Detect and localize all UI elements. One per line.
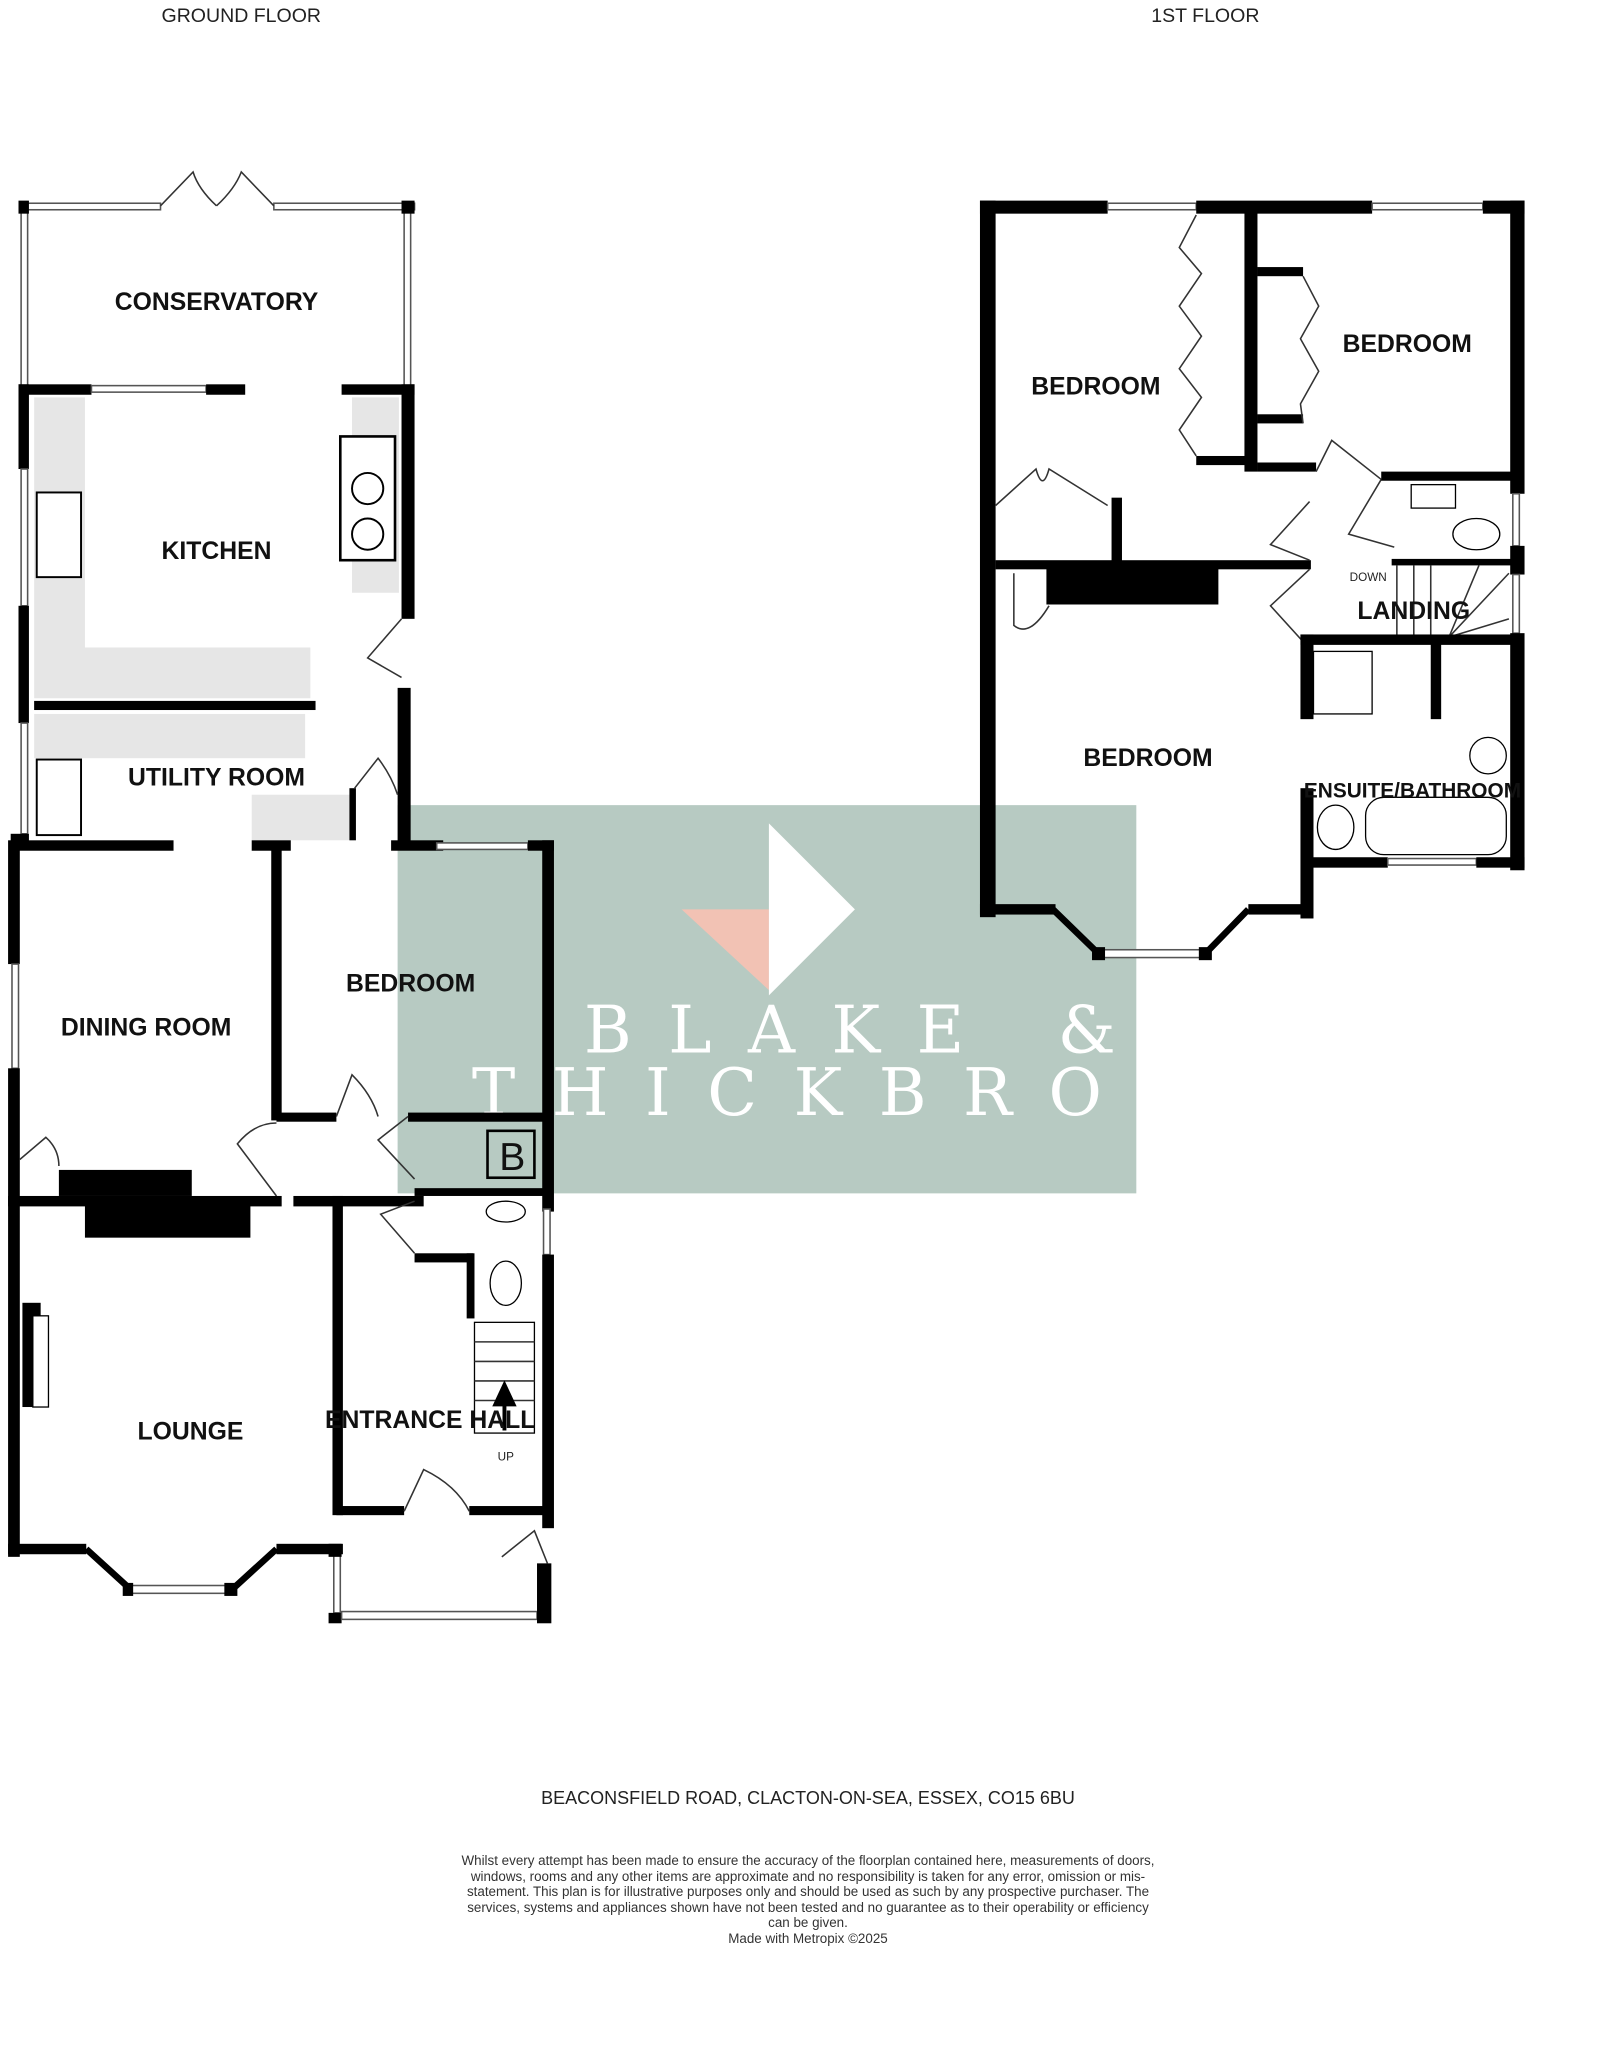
room-label-bedroom-2: BEDROOM <box>1343 331 1472 358</box>
ground-floor-title: GROUND FLOOR <box>162 5 322 27</box>
stairs-arrow-icon <box>492 1380 517 1431</box>
watermark-line-2: THICKBROOM <box>472 1056 1332 1131</box>
room-label-bedroom: BEDROOM <box>346 970 475 997</box>
window <box>403 205 412 390</box>
bath-icon <box>1364 796 1507 856</box>
first-floor-plan <box>979 200 1525 961</box>
kitchen-counter <box>34 397 311 699</box>
room-label-landing: LANDING <box>1357 598 1470 625</box>
basin-icon <box>1469 736 1507 775</box>
door-icon <box>366 618 403 679</box>
utility-counter <box>251 794 350 841</box>
door-icon <box>1013 439 1395 650</box>
window <box>19 202 162 211</box>
room-label-dining: DINING ROOM <box>61 1015 232 1042</box>
door-icon <box>354 756 399 795</box>
wardrobe-doors-icon <box>995 467 1109 507</box>
room-labels: CONSERVATORY KITCHEN UTILITY ROOM DINING… <box>61 289 1521 1463</box>
room-label-kitchen: KITCHEN <box>162 538 272 565</box>
utility-counter <box>34 713 306 759</box>
toilet-icon <box>1316 804 1355 851</box>
hob-icon <box>338 435 397 562</box>
room-label-ensuite: ENSUITE/BATHROOM <box>1304 779 1521 802</box>
wardrobe-doors-icon <box>1178 214 1320 457</box>
ground-floor-plan <box>8 170 554 1624</box>
shower-icon <box>1312 650 1373 715</box>
disclaimer-text: Whilst every attempt has been made to en… <box>461 1853 1155 1930</box>
room-label-conservatory: CONSERVATORY <box>115 289 319 316</box>
first-floor-title: 1ST FLOOR <box>1151 5 1259 27</box>
french-doors-icon <box>159 170 275 207</box>
credit: Made with Metropix ©2025 <box>728 1930 888 1946</box>
disclaimer: Whilst every attempt has been made to en… <box>458 1853 1158 1946</box>
door-icon <box>403 1468 549 1564</box>
watermark-line-1: BLAKE & <box>584 994 1152 1069</box>
logo-play-triangle <box>768 823 855 996</box>
room-label-entrance-hall: ENTRANCE HALL <box>325 1407 535 1434</box>
room-label-lounge: LOUNGE <box>138 1419 244 1446</box>
watermark-panel <box>397 805 1137 1194</box>
room-label-utility: UTILITY ROOM <box>128 765 305 792</box>
door-icon <box>19 1073 416 1197</box>
window <box>20 205 29 390</box>
basin-icon <box>485 1200 526 1223</box>
basin-icon <box>1410 483 1457 509</box>
toilet-icon <box>1452 517 1501 551</box>
sink-icon <box>35 758 83 837</box>
room-label-bedroom-3: BEDROOM <box>1083 745 1212 772</box>
property-address: BEACONSFIELD ROAD, CLACTON-ON-SEA, ESSEX… <box>541 1788 1075 1808</box>
stairs-up-label: UP <box>498 1450 514 1463</box>
room-label-bedroom-1: BEDROOM <box>1031 374 1160 401</box>
stairs-down-label: DOWN <box>1350 571 1387 584</box>
sink-icon <box>35 491 83 579</box>
toilet-icon <box>489 1260 523 1307</box>
boiler-box <box>486 1129 536 1180</box>
boiler-label: B <box>499 1136 525 1179</box>
window <box>273 202 416 211</box>
door-icon <box>379 1200 416 1254</box>
watermark: BLAKE & THICKBROOM <box>397 805 1332 1194</box>
stairs-icon <box>1396 565 1510 638</box>
